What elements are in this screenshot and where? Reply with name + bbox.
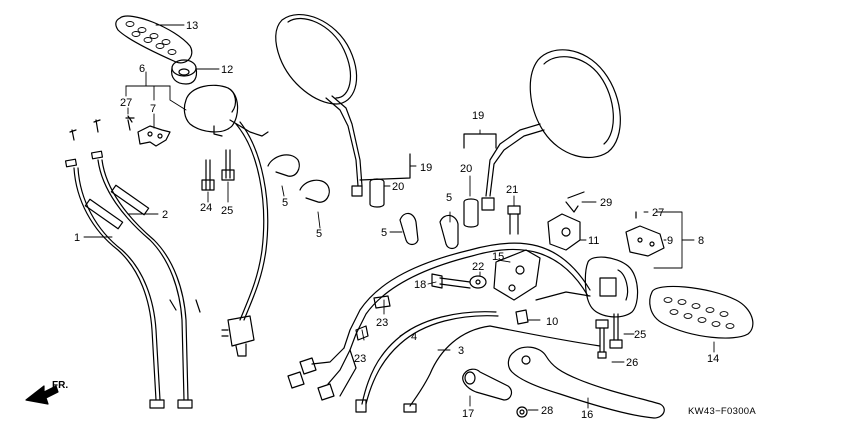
callout-labels: 13 12 6 27 7 1 2 24 25 5 5 5 5 19 20 19 … xyxy=(52,20,756,421)
callout-20-left: 20 xyxy=(392,181,404,193)
nut-28-part xyxy=(516,406,528,418)
callout-14: 14 xyxy=(707,353,719,365)
main-harness-part xyxy=(287,242,591,401)
strap-5-part xyxy=(267,154,459,250)
callout-24: 24 xyxy=(200,202,212,214)
callout-12: 12 xyxy=(221,64,233,76)
callout-2: 2 xyxy=(162,209,168,221)
callout-27-left: 27 xyxy=(120,97,132,109)
callout-25-left: 25 xyxy=(221,205,233,217)
front-direction-arrow-icon xyxy=(25,385,59,405)
callout-4: 4 xyxy=(411,331,417,343)
bolt-26-part xyxy=(595,319,609,359)
bracket-7-part xyxy=(125,115,171,147)
callout-27-right: 27 xyxy=(652,207,664,219)
direction-label: FR. xyxy=(52,380,68,391)
callout-20-right: 20 xyxy=(460,163,472,175)
callout-21: 21 xyxy=(506,184,518,196)
leader-lines xyxy=(83,24,715,411)
left-grip-part xyxy=(115,15,193,64)
throttle-housing-part xyxy=(183,84,269,137)
callout-5-b: 5 xyxy=(316,228,322,240)
holder-11-part xyxy=(547,213,581,251)
bracket-9-part xyxy=(625,211,665,257)
throttle-wiring-part xyxy=(221,121,269,357)
callout-7: 7 xyxy=(150,103,156,115)
bolt-25-right-part xyxy=(609,313,623,349)
callout-9: 9 xyxy=(667,235,673,247)
switch-10-part xyxy=(515,291,591,325)
callout-10: 10 xyxy=(546,316,558,328)
callout-5-c: 5 xyxy=(381,227,387,239)
bolt-24-part xyxy=(201,159,215,191)
callout-1: 1 xyxy=(74,232,80,244)
callout-23-a: 23 xyxy=(376,317,388,329)
callout-29: 29 xyxy=(600,197,612,209)
mirror-sleeve-right-part xyxy=(463,198,479,228)
throttle-pipe-part xyxy=(171,59,198,85)
callout-13: 13 xyxy=(186,20,198,32)
callout-19-right: 19 xyxy=(472,110,484,122)
callout-3: 3 xyxy=(458,345,464,357)
right-grip-part xyxy=(649,285,754,339)
bolt-18-part xyxy=(431,273,471,289)
bolt-25-part xyxy=(221,149,235,181)
throttle-cables-part xyxy=(64,119,201,409)
callout-6: 6 xyxy=(139,63,145,75)
callout-5-a: 5 xyxy=(282,197,288,209)
pivot-22-part xyxy=(469,275,487,289)
callout-18: 18 xyxy=(414,279,426,291)
bolt-29-part xyxy=(565,191,585,213)
cable-3-part xyxy=(403,325,601,413)
callout-22: 22 xyxy=(472,261,484,273)
callout-23-b: 23 xyxy=(354,353,366,365)
left-mirror-part xyxy=(275,14,411,197)
callout-16: 16 xyxy=(581,409,593,421)
cable-4-part xyxy=(355,311,499,413)
mirror-sleeve-left-part xyxy=(369,178,385,208)
diagram-code: KW43−F0300A xyxy=(688,406,756,417)
callout-19-left: 19 xyxy=(420,162,432,174)
callout-11: 11 xyxy=(588,235,599,247)
callout-8: 8 xyxy=(698,235,704,247)
callout-26: 26 xyxy=(626,357,638,369)
bolt-21-part xyxy=(507,205,521,235)
damper-17-part xyxy=(462,368,513,401)
callout-17: 17 xyxy=(462,408,474,420)
lever-16-part xyxy=(507,346,665,419)
callout-15: 15 xyxy=(492,251,504,263)
callout-5-d: 5 xyxy=(446,192,452,204)
switch-housing-part xyxy=(584,256,639,318)
right-mirror-part xyxy=(463,49,621,211)
callout-25-right: 25 xyxy=(634,329,646,341)
callout-28: 28 xyxy=(541,405,553,417)
